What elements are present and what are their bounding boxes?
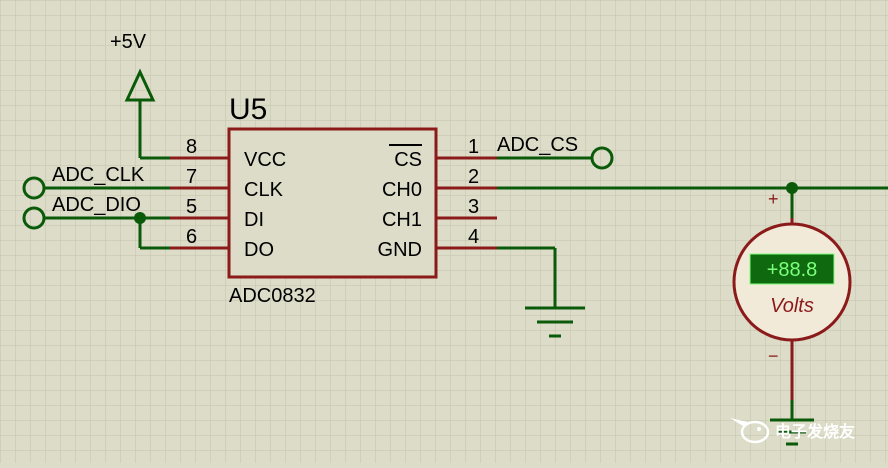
pin-name-clk: CLK (244, 179, 284, 201)
terminal-adc-cs[interactable]: ADC_CS (497, 134, 614, 170)
bird-logo-icon (730, 418, 770, 444)
pin-number-cs: 1 (468, 136, 479, 158)
net-label-dio: ADC_DIO (52, 194, 141, 216)
voltmeter-reading: +88.8 (767, 259, 818, 281)
net-label-cs: ADC_CS (497, 134, 578, 156)
watermark: 电子发烧友 (730, 418, 856, 444)
pin-number-vcc: 8 (186, 136, 197, 158)
ground-icon (525, 306, 585, 338)
power-symbol-5v[interactable]: +5V (110, 31, 170, 160)
pin-number-ch0: 2 (468, 166, 479, 188)
power-label: +5V (110, 31, 147, 53)
pin-name-vcc: VCC (244, 149, 286, 171)
voltmeter-plus-label: + (768, 189, 779, 209)
ic-adc0832[interactable]: U5 ADC0832 8 7 5 6 VCC CLK DI DO 1 2 3 4… (170, 93, 497, 307)
ic-part-name: ADC0832 (229, 285, 316, 307)
terminal-cs-icon (590, 146, 614, 170)
pin-name-cs: CS (394, 149, 422, 171)
net-label-clk: ADC_CLK (52, 164, 145, 186)
ground-connection[interactable] (497, 246, 585, 338)
ic-body (227, 127, 438, 279)
wire-ch0[interactable] (497, 182, 888, 218)
pin-name-ch1: CH1 (382, 209, 422, 231)
terminal-adc-dio[interactable]: ADC_DIO (22, 194, 170, 250)
voltmeter[interactable]: + +88.8 Volts − (732, 189, 852, 446)
ic-refdes: U5 (229, 93, 267, 126)
pin-number-ch1: 3 (468, 196, 479, 218)
voltmeter-minus-label: − (768, 346, 779, 366)
pin-name-di: DI (244, 209, 264, 231)
pin-name-ch0: CH0 (382, 179, 422, 201)
pin-number-di: 5 (186, 196, 197, 218)
voltmeter-unit: Volts (770, 295, 814, 317)
terminal-adc-clk[interactable]: ADC_CLK (22, 164, 170, 200)
pin-number-clk: 7 (186, 166, 197, 188)
pin-number-do: 6 (186, 226, 197, 248)
pin-name-gnd: GND (378, 239, 422, 261)
pin-name-do: DO (244, 239, 274, 261)
voltmeter-ground-icon (770, 418, 814, 446)
watermark-text: 电子发烧友 (775, 422, 856, 441)
pin-number-gnd: 4 (468, 226, 479, 248)
voltmeter-lcd (749, 253, 835, 285)
